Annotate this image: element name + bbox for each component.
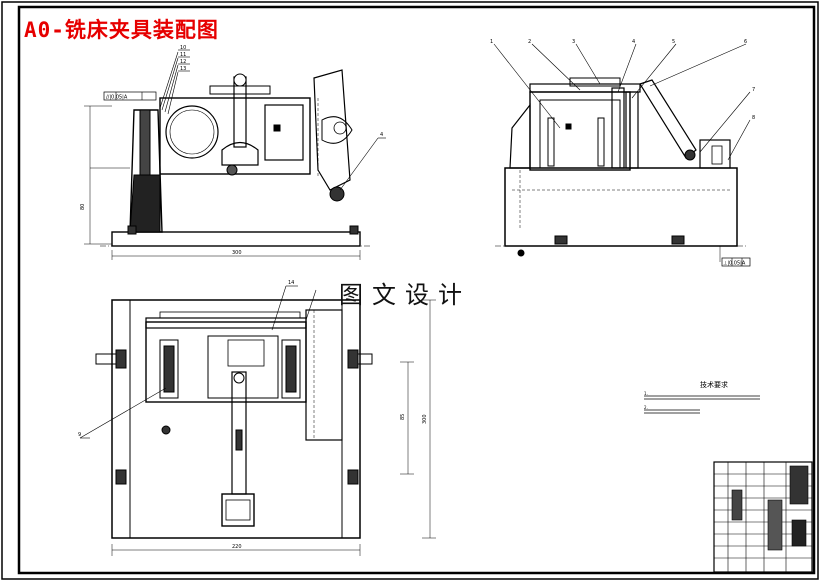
front-label-11: 11 [180, 52, 186, 58]
front-label-4: 4 [380, 132, 383, 138]
top-width-dim: 220 [232, 544, 242, 550]
side-label-8: 8 [752, 115, 755, 121]
front-tolerance-frame: //|0.05|A [106, 95, 128, 101]
top-label-14: 14 [288, 280, 294, 286]
side-view [493, 43, 751, 267]
drawing-title: A0-铣床夹具装配图 [24, 18, 219, 42]
top-inner-dim: 85 [400, 414, 406, 420]
top-label-9: 9 [78, 432, 81, 438]
tech-requirements-block [644, 395, 760, 414]
side-label-3: 3 [572, 39, 575, 45]
side-label-7: 7 [752, 87, 755, 93]
side-tolerance-frame: ⊥|0.05|A [723, 261, 746, 267]
title-block [713, 461, 813, 573]
side-label-1: 1 [490, 39, 493, 45]
front-width-dim: 300 [232, 250, 242, 256]
front-label-13: 13 [180, 66, 186, 72]
side-label-2: 2 [528, 39, 531, 45]
watermark-text: 图文设计 [339, 281, 471, 309]
top-height-dim: 300 [422, 414, 428, 424]
side-label-5: 5 [672, 39, 675, 45]
tech-requirement-line-1: 1. [644, 391, 649, 396]
side-label-4: 4 [632, 39, 635, 45]
top-view [79, 285, 436, 556]
front-label-12: 12 [180, 59, 186, 65]
tech-requirements-heading: 技术要求 [700, 381, 728, 389]
front-view [84, 49, 386, 260]
front-label-10: 10 [180, 45, 186, 51]
side-label-6: 6 [744, 39, 747, 45]
front-height-dim: 80 [80, 204, 86, 210]
tech-requirement-line-2: 2. [644, 405, 649, 410]
inner-border [17, 5, 816, 575]
